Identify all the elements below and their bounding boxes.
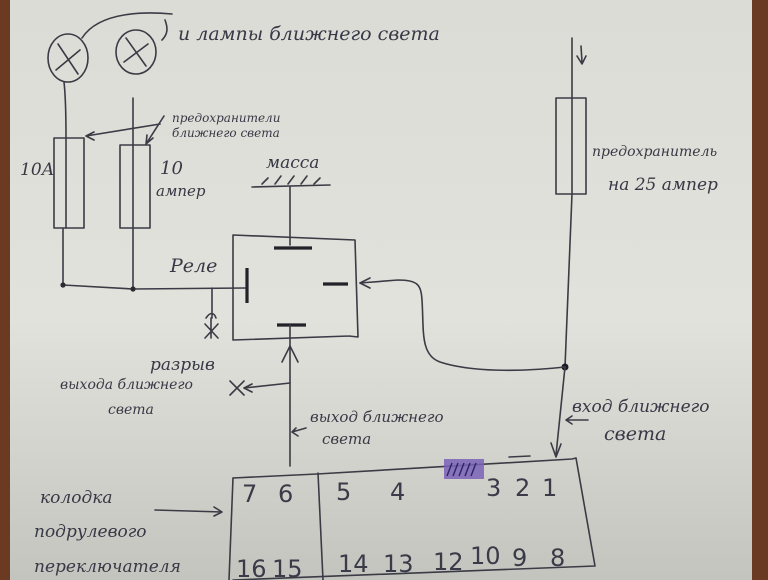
fuse-right	[119, 144, 151, 229]
lamp-left	[47, 33, 89, 83]
pin-12: 12	[433, 548, 464, 576]
label-fuse-left-rating: 10А	[20, 160, 55, 180]
label-fuse-right-rating-1: 10	[160, 158, 183, 179]
lamp-bracket	[81, 12, 173, 41]
arrow-connector-label	[154, 506, 223, 517]
label-lamps: и лампы ближнего света	[178, 23, 440, 45]
connector-block	[232, 457, 596, 580]
wire-lamp-left	[63, 81, 67, 139]
label-connector-3: переключателя	[34, 557, 181, 577]
junction-dot-left	[60, 282, 66, 288]
pin-2: 2	[515, 474, 530, 502]
label-output-1: выход ближнего	[310, 408, 444, 426]
break-x-mark	[229, 380, 245, 396]
label-break-2: выхода ближнего	[60, 377, 193, 393]
ground-bar	[251, 184, 331, 188]
pin-5: 5	[336, 478, 351, 506]
label-output-2: света	[322, 430, 371, 448]
arrow-power-in	[576, 45, 587, 65]
pin-6: 6	[278, 480, 293, 508]
pin-10: 10	[470, 542, 501, 570]
label-break-1: разрыв	[150, 355, 215, 375]
arrow-up-relay	[281, 345, 299, 363]
label-input-2: света	[604, 423, 666, 445]
wire-input-to-relay	[359, 279, 566, 372]
label-connector-2: подрулевого	[34, 522, 147, 542]
wire-input-to-connector	[555, 366, 566, 456]
label-input-1: вход ближнего	[572, 397, 709, 417]
label-connector-1: колодка	[40, 488, 113, 508]
connector-divider	[317, 472, 324, 580]
leader-arrow-fuse-right	[145, 115, 165, 145]
pin-15: 15	[272, 555, 303, 580]
pin-8: 8	[550, 544, 565, 572]
pin-14: 14	[338, 550, 369, 578]
arrow-down-connector	[550, 442, 562, 458]
relay-box	[232, 234, 359, 341]
label-fuse-main-1: предохранитель	[592, 144, 717, 160]
pin-13: 13	[383, 550, 414, 578]
lamp-right	[115, 29, 157, 75]
label-fuse-main-2: на 25 ампер	[608, 175, 718, 195]
pin-16: 16	[236, 555, 267, 580]
label-fuses-low-beam-1: предохранители	[172, 111, 280, 125]
fuse-left	[53, 137, 85, 229]
label-relay: Реле	[169, 255, 217, 277]
pin-3: 3	[486, 474, 501, 502]
label-fuses-low-beam-2: ближнего света	[172, 126, 280, 140]
pin-7: 7	[242, 480, 257, 508]
wire-to-relay-coil	[62, 284, 246, 290]
label-break-3: света	[108, 402, 154, 418]
arrow-break-output	[243, 382, 291, 393]
fuse-main	[555, 97, 587, 195]
arrow-input-label	[565, 415, 589, 425]
pin-9: 9	[512, 544, 527, 572]
pin-4: 4	[390, 478, 405, 506]
label-fuse-right-rating-2: ампер	[156, 182, 206, 200]
break-mark	[204, 287, 219, 339]
leader-arrow-fuse-left	[85, 123, 161, 141]
junction-dot-right	[130, 286, 136, 292]
arrow-relay-input	[359, 277, 371, 289]
pin-1: 1	[542, 474, 557, 502]
wire-main-down	[564, 193, 573, 368]
label-ground: масса	[266, 153, 319, 173]
arrow-output-label	[291, 427, 307, 437]
